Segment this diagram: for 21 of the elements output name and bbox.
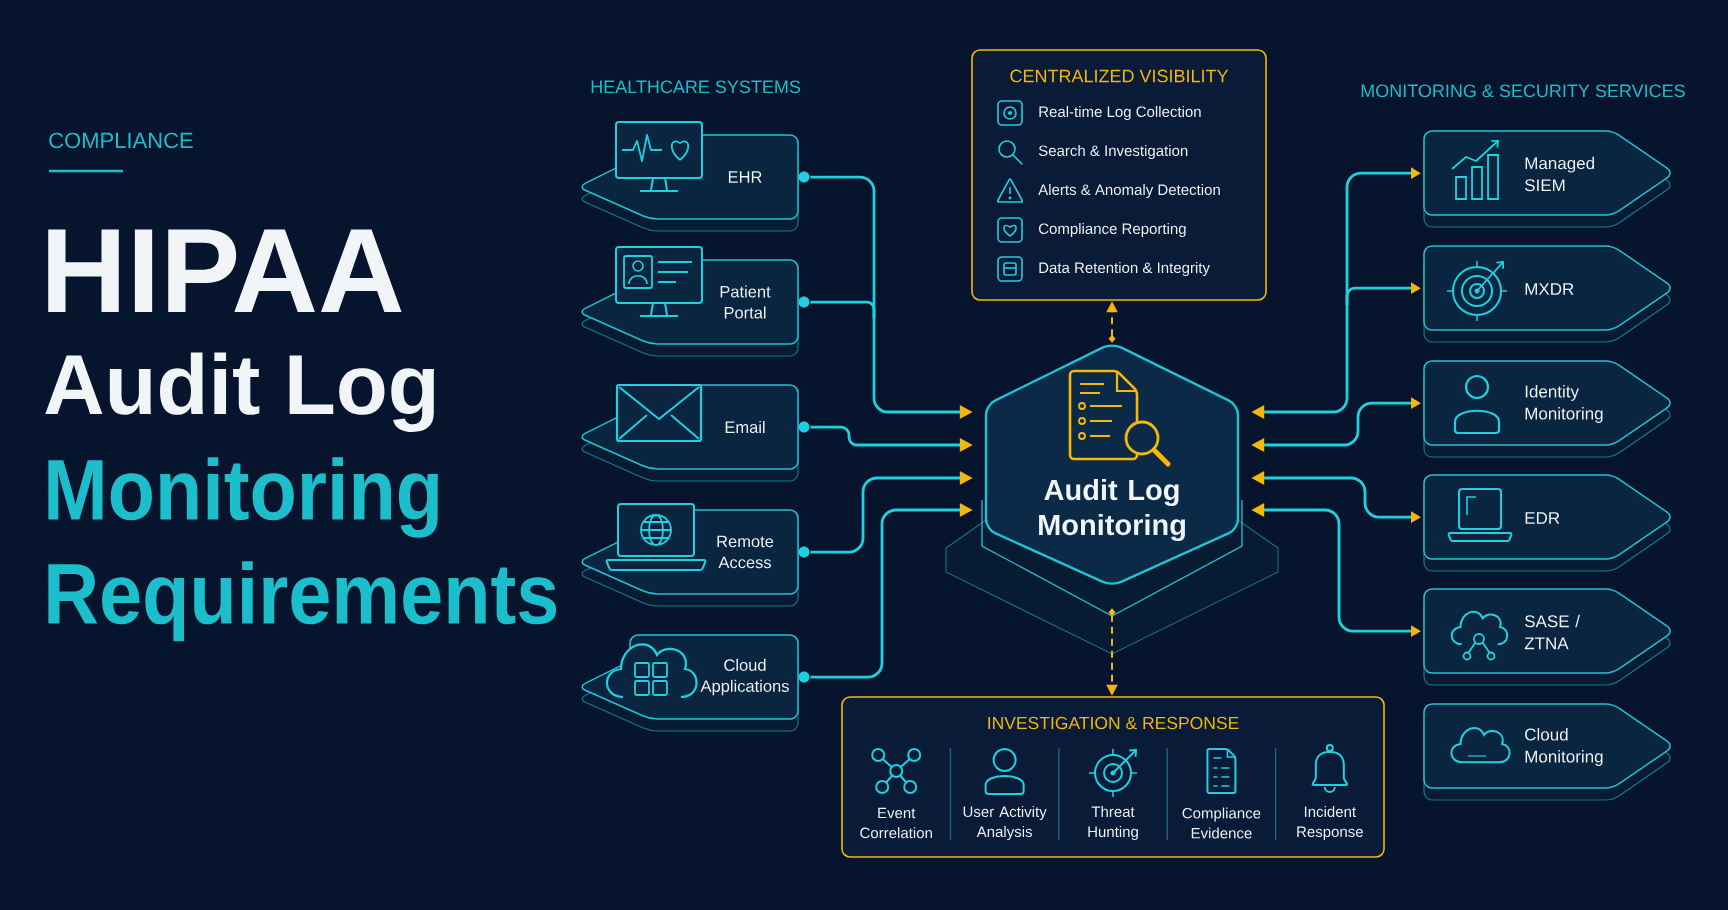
title-text: Monitoring Requirements — [48, 457, 557, 642]
list-item: Search & Investigation — [1038, 145, 1188, 159]
connector-line — [810, 300, 876, 318]
title-text: HIPAA — [48, 229, 402, 312]
list-item: Alerts & Anomaly Detection — [1038, 184, 1220, 198]
column-heading: HEALTHCARE SYSTEMS — [591, 80, 801, 94]
column-heading: MONITORING & SECURITY SERVICES — [1361, 84, 1685, 98]
item-label: Event Correlation — [860, 807, 932, 839]
title-text: Audit Log — [45, 352, 435, 433]
item-label: Incident Response — [1297, 806, 1363, 840]
service-card: SASE / ZTNA — [1423, 588, 1671, 686]
list-item: Compliance Reporting — [1039, 223, 1186, 237]
list-item: Data Retention & Integrity — [1039, 262, 1210, 276]
item-label: Compliance Evidence — [1182, 807, 1261, 839]
item-label: User Activity Analysis — [963, 806, 1047, 840]
service-card: Cloud Monitoring — [1423, 703, 1671, 801]
item-label: Threat Hunting — [1088, 806, 1138, 840]
panel-heading: INVESTIGATION & RESPONSE — [988, 716, 1239, 730]
list-item: Real-time Log Collection — [1039, 106, 1201, 120]
panel-heading: CENTRALIZED VISIBILITY — [1010, 69, 1229, 83]
section-label: COMPLIANCE — [49, 132, 193, 149]
